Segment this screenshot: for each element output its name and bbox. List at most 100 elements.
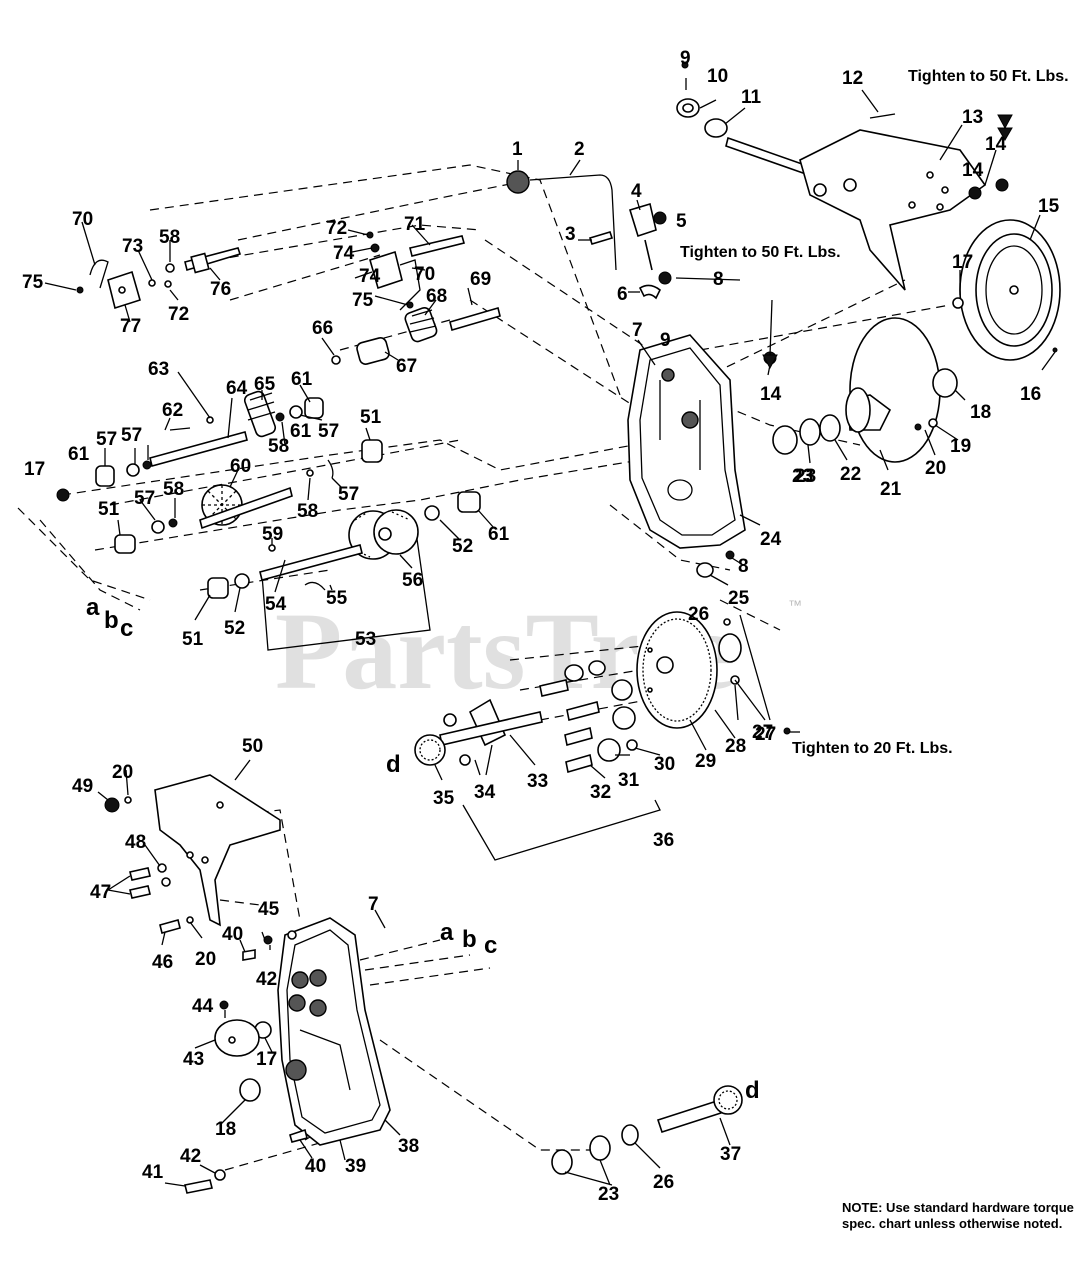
part-label: 35 <box>433 788 455 809</box>
part-label: 63 <box>148 359 169 380</box>
part-label: 14 <box>760 384 782 405</box>
part-label: 67 <box>396 356 417 377</box>
part-label: 2 <box>574 139 585 160</box>
part-label: 29 <box>695 751 716 772</box>
part-label: 10 <box>707 66 728 87</box>
part-label: 73 <box>122 236 143 257</box>
part-label: 70 <box>414 264 435 285</box>
part-label: 40 <box>222 924 243 945</box>
part-label: 8 <box>738 556 749 577</box>
hub-group <box>763 317 958 463</box>
part-label: 57 <box>96 429 117 450</box>
part-label: 37 <box>720 1144 741 1165</box>
part-label: 61 <box>291 369 313 390</box>
connector-d: d <box>386 751 401 778</box>
part-label: 23 <box>598 1184 619 1205</box>
part-label: 17 <box>256 1049 277 1070</box>
part-label: 77 <box>120 316 141 337</box>
part-label: 6 <box>617 284 628 305</box>
part-label: 23 <box>792 466 813 487</box>
part-label: 20 <box>112 762 133 783</box>
connector-c-2: c <box>484 932 497 959</box>
part-label: 50 <box>242 736 263 757</box>
part-label: 5 <box>676 211 687 232</box>
part-label: 26 <box>653 1172 674 1193</box>
part-label: 53 <box>355 629 376 650</box>
part-label: 18 <box>215 1119 236 1140</box>
part-label: 58 <box>297 501 318 522</box>
part-label: 55 <box>326 588 348 609</box>
part-label: 30 <box>654 754 675 775</box>
watermark-trademark: ™ <box>788 597 802 613</box>
part-label: 72 <box>326 218 347 239</box>
part-label: 61 <box>488 524 510 545</box>
part-label: 51 <box>360 407 382 428</box>
part-label: 7 <box>368 894 379 915</box>
part-label: 70 <box>72 209 93 230</box>
connector-a-2: a <box>440 919 454 946</box>
countershaft-group <box>56 390 383 554</box>
part-label: 21 <box>880 479 902 500</box>
part-label: 4 <box>631 181 642 202</box>
part-label: 54 <box>265 594 287 615</box>
part-label: 60 <box>230 456 251 477</box>
part-label: 51 <box>182 629 204 650</box>
part-label: 40 <box>305 1156 326 1177</box>
part-label: 23 <box>795 466 816 487</box>
part-label: 69 <box>470 269 491 290</box>
part-label: 72 <box>168 304 189 325</box>
axle-bracket-group <box>676 61 1013 291</box>
part-label: 19 <box>950 436 971 457</box>
part-label: 31 <box>618 770 640 791</box>
part-label: 14 <box>962 160 984 181</box>
part-label: 74 <box>359 266 381 287</box>
connector-b: b <box>104 607 119 634</box>
part-label: 76 <box>210 279 231 300</box>
part-label: 75 <box>352 290 374 311</box>
part-label: 58 <box>159 227 180 248</box>
part-label: 34 <box>474 782 496 803</box>
part-label: 49 <box>72 776 93 797</box>
gear-pair-group <box>207 491 481 599</box>
part-label: 14 <box>985 134 1007 155</box>
part-label: 56 <box>402 570 423 591</box>
part-label: 57 <box>134 488 155 509</box>
part-label: 62 <box>162 400 183 421</box>
differential-group <box>414 660 638 774</box>
part-label: 8 <box>713 269 724 290</box>
part-label: 15 <box>1038 196 1060 217</box>
part-number-labels: 1 2 3 4 5 6 7 8 9 10 11 12 13 14 15 16 1… <box>22 48 1060 1205</box>
part-label: 41 <box>142 1162 164 1183</box>
part-label: 16 <box>1020 384 1041 405</box>
part-label: 39 <box>345 1156 366 1177</box>
part-label: 27 <box>752 722 773 743</box>
part-label: 24 <box>760 529 782 550</box>
part-label: 75 <box>22 272 44 293</box>
part-label: 13 <box>962 107 983 128</box>
part-label: 51 <box>98 499 120 520</box>
part-label: 33 <box>527 771 548 792</box>
shift-lever-group <box>506 170 672 300</box>
part-label: 68 <box>426 286 447 307</box>
part-label: 3 <box>565 224 576 245</box>
part-label: 36 <box>653 830 674 851</box>
part-label: 20 <box>925 458 946 479</box>
part-label: 42 <box>256 969 277 990</box>
part-label: 12 <box>842 68 863 89</box>
part-label: 59 <box>262 524 283 545</box>
part-label: 46 <box>152 952 173 973</box>
linkage-middle <box>331 231 501 365</box>
case-half-upper <box>627 334 746 578</box>
pulley <box>952 219 1061 361</box>
part-label: 57 <box>318 421 339 442</box>
part-label: 61 <box>290 421 312 442</box>
part-label: 18 <box>970 402 991 423</box>
part-label: 66 <box>312 318 333 339</box>
part-label: 71 <box>404 214 426 235</box>
group-brackets <box>261 524 771 861</box>
part-label: 64 <box>226 378 248 399</box>
leader-lines <box>44 78 1056 1187</box>
part-label: 17 <box>24 459 45 480</box>
part-label: 58 <box>163 479 184 500</box>
